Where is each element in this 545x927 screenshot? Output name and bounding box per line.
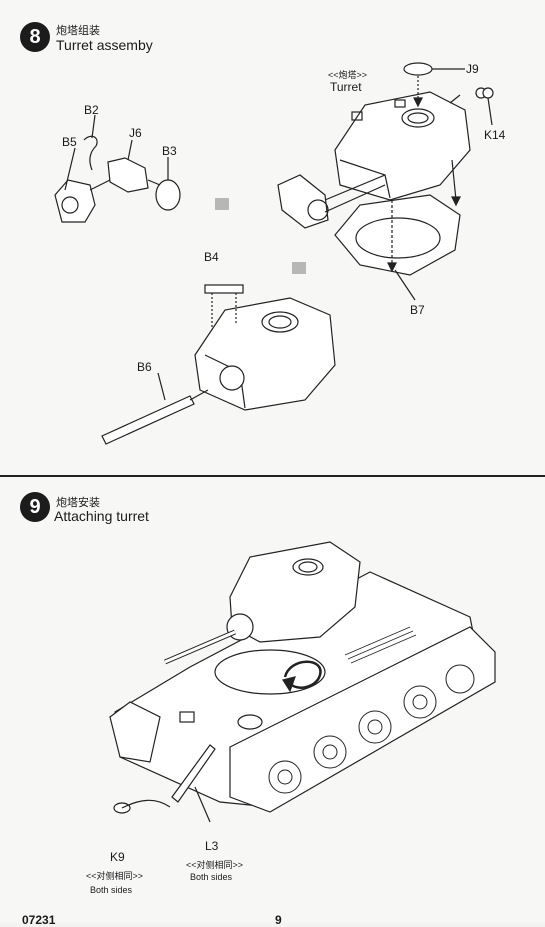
step-8-title-cn: 炮塔组装 bbox=[56, 25, 100, 37]
label-b6: B6 bbox=[137, 360, 152, 374]
footer-code: 07231 bbox=[22, 913, 56, 927]
step-9-title-cn: 炮塔安装 bbox=[56, 497, 100, 509]
label-k9-note: Both sides bbox=[90, 885, 133, 895]
step-8-badge: 8 bbox=[20, 22, 50, 52]
turret-assembly-illustration bbox=[54, 62, 494, 445]
label-l3-note-cn: <<对侧相同>> bbox=[186, 860, 244, 870]
step-8-panel: 8 炮塔组装 Turret assemby bbox=[0, 22, 545, 477]
label-turret: Turret bbox=[330, 80, 362, 94]
step-9-panel: 9 炮塔安装 Attaching turret bbox=[0, 477, 545, 927]
label-k9-note-cn: <<对侧相同>> bbox=[86, 871, 144, 881]
step-8-title-en: Turret assemby bbox=[56, 37, 153, 53]
step-9-title-en: Attaching turret bbox=[54, 508, 149, 524]
label-j9: J9 bbox=[466, 62, 479, 76]
label-l3-note: Both sides bbox=[190, 872, 233, 882]
footer-page-number: 9 bbox=[275, 913, 282, 927]
label-l3: L3 bbox=[205, 839, 219, 853]
label-b2: B2 bbox=[84, 103, 99, 117]
label-b3: B3 bbox=[162, 144, 177, 158]
label-j6: J6 bbox=[129, 126, 142, 140]
attach-turret-illustration bbox=[109, 541, 496, 823]
label-turret-cn: <<炮塔>> bbox=[328, 70, 368, 80]
label-k9: K9 bbox=[110, 850, 125, 864]
label-b4: B4 bbox=[204, 250, 219, 264]
label-k14: K14 bbox=[484, 128, 506, 142]
label-b5: B5 bbox=[62, 135, 77, 149]
step-9-badge: 9 bbox=[20, 492, 50, 522]
label-b7: B7 bbox=[410, 303, 425, 317]
